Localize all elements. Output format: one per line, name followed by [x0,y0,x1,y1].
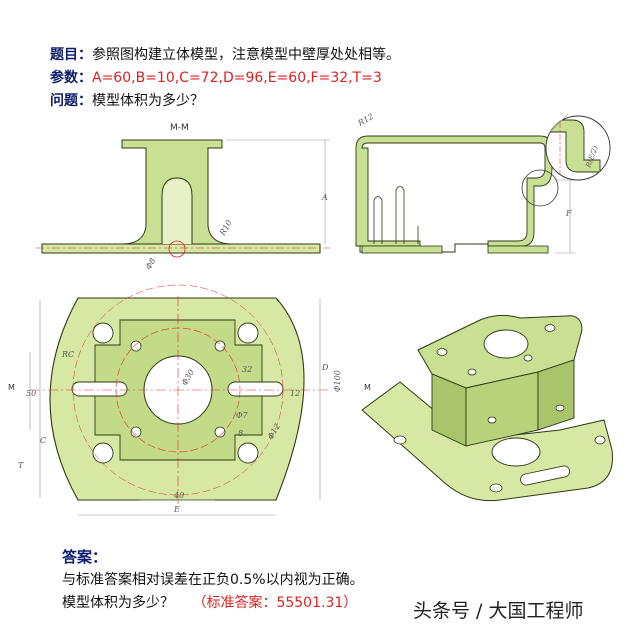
section-mark-left: M [8,383,15,392]
question-label: 问题： [50,93,92,109]
section-mark-right: M [364,383,371,392]
dim-32: 32 [242,365,252,374]
watermark: 头条号 / 大国工程师 [413,600,584,622]
answer-title: 答案： [62,548,108,566]
title-text: 参照图构建立体模型，注意模型中壁厚处处相等。 [92,47,400,63]
dim-F: F [565,209,572,218]
detail-bubble: R(E/2) [545,113,611,181]
dim-d7: Φ7 [236,411,249,420]
dim-E: E [173,505,180,514]
dim-R10: R10 [217,218,233,237]
title-label: 题目： [50,47,92,63]
dim-12: 12 [290,389,300,398]
dim-50: 50 [26,389,36,398]
dim-T: T [18,461,24,470]
title-line: 题目：参照图构建立体模型，注意模型中壁厚处处相等。 [50,44,400,64]
section-label: M-M [170,123,189,133]
params-text: A=60,B=10,C=72,D=96,E=60,F=32,T=3 [92,70,382,86]
dim-d8: Φ8 [144,256,158,271]
isometric-view [361,314,613,502]
plan-view: 50 C D Φ100 RC Φ30 32 12 Φ7 8 Φ12 40 E M… [8,284,371,516]
answer-question: 模型体积为多少？ [62,595,174,611]
dim-40: 40 [173,491,184,500]
dim-C: C [40,436,46,445]
dim-D: D [321,363,329,372]
dim-d100: Φ100 [333,370,342,392]
dim-A: A [321,193,328,202]
dim-RC: RC [61,350,74,359]
section-view-front: M-M A R10 Φ8 [36,123,330,271]
dim-8: 8 [238,429,243,438]
answer-line-2: 模型体积为多少？ （标准答案：55501.31） [62,592,357,612]
side-view: R12 F [355,112,575,254]
question-text: 模型体积为多少？ [92,93,204,109]
question-line: 问题：模型体积为多少？ [50,90,204,110]
answer-line-1: 与标准答案相对误差在正负0.5%以内视为正确。 [62,572,364,588]
answer-value: （标准答案：55501.31） [192,595,358,611]
dim-R12: R12 [356,112,375,128]
params-line: 参数：A=60,B=10,C=72,D=96,E=60,F=32,T=3 [50,67,382,87]
params-label: 参数： [50,70,92,86]
